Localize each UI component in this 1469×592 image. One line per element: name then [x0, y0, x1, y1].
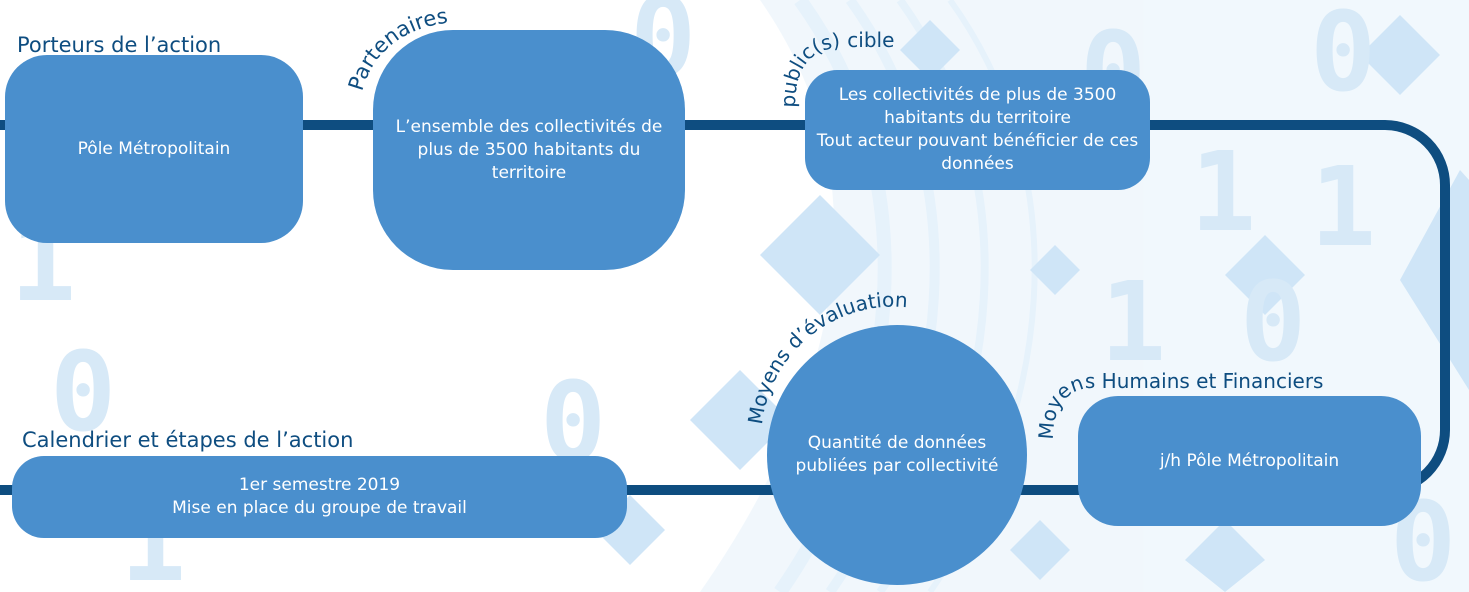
partenaires-box: L’ensemble des collectivités de plus de … — [373, 30, 685, 270]
calendrier-line-1: 1er semestre 2019 — [238, 475, 401, 495]
svg-text:0: 0 — [50, 328, 116, 456]
porteurs-title: Porteurs de l’action — [17, 33, 222, 57]
calendrier-line-2: Mise en place du groupe de travail — [172, 498, 467, 518]
evaluation-text: Quantité de données publiées par collect… — [795, 433, 999, 476]
partenaires-text: L’ensemble des collectivités de plus de … — [395, 116, 663, 183]
public-line-2: Tout acteur pouvant bénéficier de ces do… — [816, 131, 1139, 174]
svg-text:1: 1 — [1100, 258, 1166, 386]
public-line-1: Les collectivités de plus de 3500 habita… — [838, 85, 1117, 128]
moyens-humains-box: j/h Pôle Métropolitain — [1078, 396, 1421, 526]
porteurs-box: Pôle Métropolitain — [5, 55, 303, 243]
calendrier-title: Calendrier et étapes de l’action — [22, 428, 354, 452]
calendrier-box: 1er semestre 2019 Mise en place du group… — [12, 456, 627, 538]
public-box: Les collectivités de plus de 3500 habita… — [805, 70, 1150, 190]
svg-text:0: 0 — [1310, 0, 1376, 116]
svg-text:1: 1 — [1310, 143, 1376, 271]
evaluation-box: Quantité de données publiées par collect… — [767, 325, 1027, 585]
moyens-humains-text: j/h Pôle Métropolitain — [1159, 450, 1340, 471]
porteurs-text: Pôle Métropolitain — [77, 138, 231, 159]
svg-text:1: 1 — [1190, 128, 1256, 256]
svg-text:0: 0 — [1240, 258, 1306, 386]
